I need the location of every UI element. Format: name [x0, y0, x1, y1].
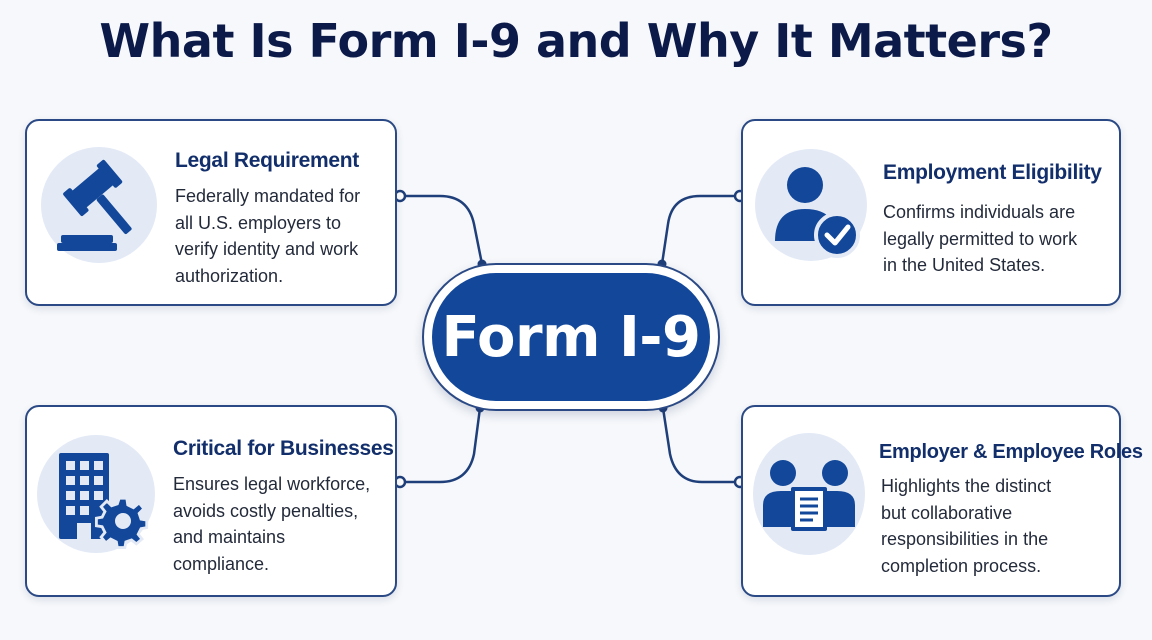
connector-business: [400, 407, 482, 484]
people-document-icon: [753, 433, 865, 555]
center-node-form-i9: Form I-9: [422, 263, 720, 411]
card-description: Confirms individuals are legally permitt…: [883, 202, 1078, 275]
card-title: Legal Requirement: [175, 149, 359, 172]
center-node-fill: Form I-9: [432, 273, 710, 401]
card-title: Employer & Employee Roles: [879, 441, 1143, 463]
gavel-icon: [41, 147, 157, 263]
card-critical-for-businesses: Critical for Businesses Ensures legal wo…: [25, 405, 397, 597]
connector-roles: [661, 407, 740, 484]
center-label: Form I-9: [441, 304, 701, 370]
connector-legal: [400, 194, 484, 265]
card-description: Highlights the distinct but collaborativ…: [881, 476, 1052, 576]
page-title: What Is Form I-9 and Why It Matters?: [99, 14, 1053, 68]
card-legal-requirement: Legal Requirement Federally mandated for…: [25, 119, 397, 306]
building-gear-icon: [37, 435, 155, 553]
card-title: Critical for Businesses: [173, 437, 394, 460]
card-description: Federally mandated for all U.S. employer…: [175, 186, 361, 286]
user-check-icon: [755, 149, 867, 261]
card-title: Employment Eligibility: [883, 161, 1102, 184]
card-description: Ensures legal workforce, avoids costly p…: [173, 474, 371, 574]
connector-eligibility: [660, 194, 740, 265]
card-employment-eligibility: Employment Eligibility Confirms individu…: [741, 119, 1121, 306]
card-employer-employee-roles: Employer & Employee Roles Highlights the…: [741, 405, 1143, 597]
